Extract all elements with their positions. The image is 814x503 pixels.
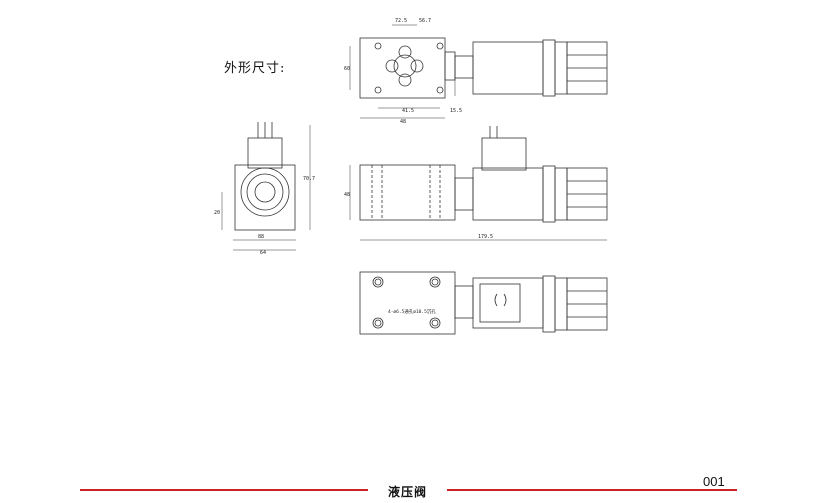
dim-end-1: 20 (214, 210, 220, 216)
footer-rule-right (447, 489, 737, 491)
dim-bottom-1: 4-ø6.5通孔ø10.5沉孔 (388, 308, 436, 315)
dim-end-4: 70.7 (303, 176, 315, 182)
top-view-dimension-labels: 72.5 56.7 60 41.5 15.5 48 (344, 18, 462, 125)
side-view (349, 126, 608, 241)
dim-end-2: 88 (258, 234, 264, 240)
end-view-dimension-labels: 20 88 64 70.7 (214, 176, 315, 256)
outline-dimensions-heading: 外形尺寸: (224, 61, 286, 76)
dim-top-6: 48 (400, 119, 406, 125)
dim-top-3: 60 (344, 66, 350, 72)
side-view-dimension-labels: 48 179.5 (344, 192, 493, 240)
bottom-view-dimension-labels: 4-ø6.5通孔ø10.5沉孔 (388, 308, 436, 315)
dim-side-2: 179.5 (478, 234, 493, 240)
end-view (221, 122, 311, 251)
footer-rule-left (80, 489, 368, 491)
dim-side-1: 48 (344, 192, 350, 198)
dim-end-3: 64 (260, 250, 266, 256)
dim-top-2: 56.7 (419, 18, 431, 24)
dim-top-5: 15.5 (450, 108, 462, 114)
dim-top-4: 41.5 (402, 108, 414, 114)
top-view (349, 24, 608, 119)
bottom-view (359, 271, 608, 335)
page-number: 001 (703, 474, 725, 489)
footer-title: 液压阀 (388, 485, 428, 499)
dim-top-1: 72.5 (395, 18, 407, 24)
